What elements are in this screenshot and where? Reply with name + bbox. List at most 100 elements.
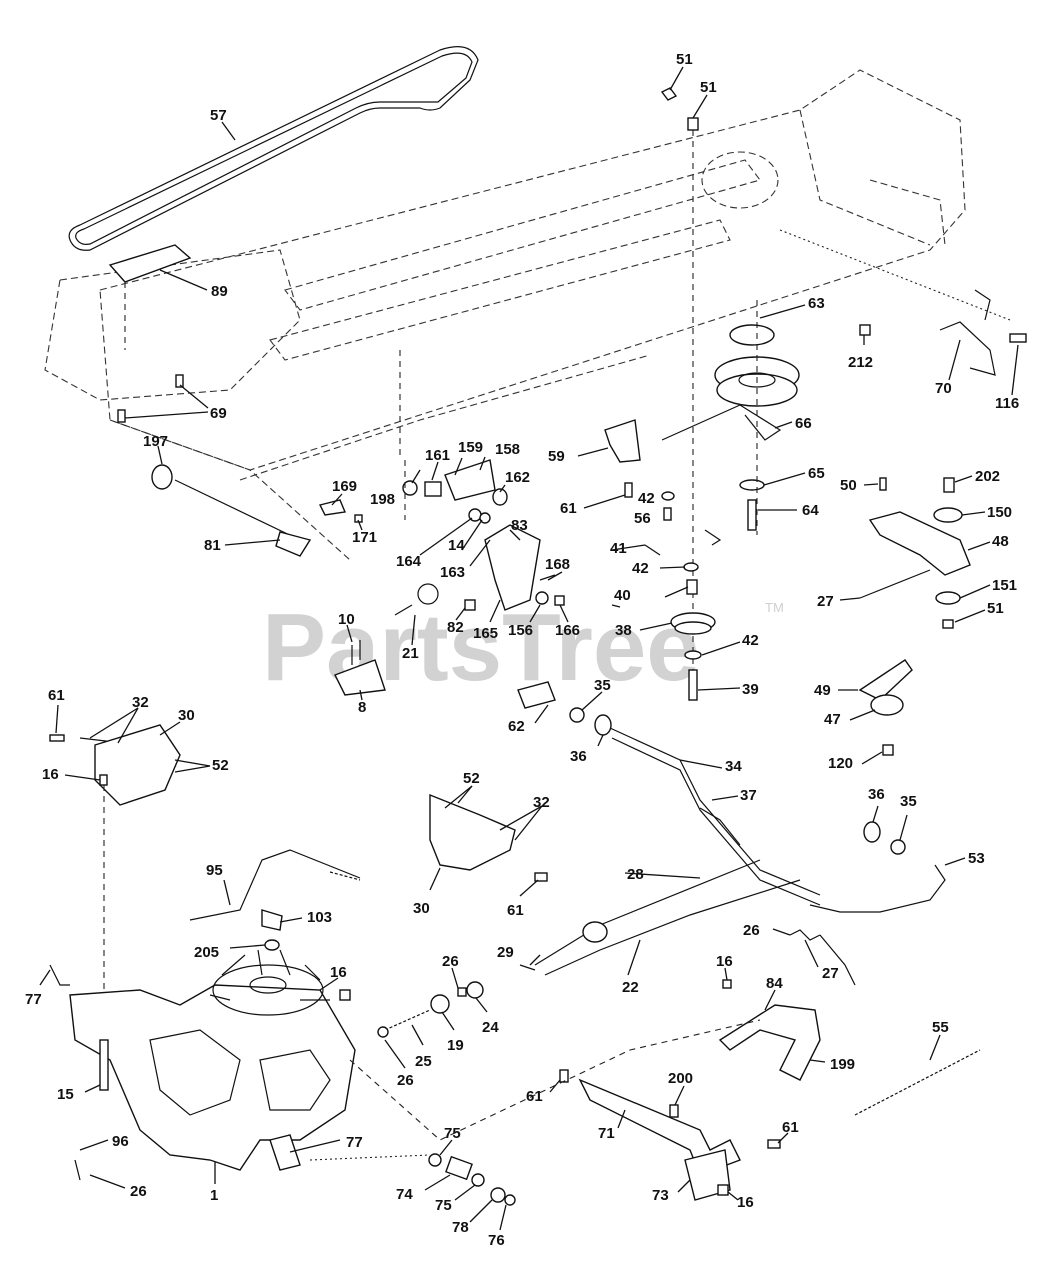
label-51: 51 <box>676 51 693 68</box>
label-61: 61 <box>526 1088 543 1105</box>
label-37: 37 <box>740 787 757 804</box>
label-52: 52 <box>212 757 229 774</box>
spring-55 <box>854 1049 981 1116</box>
label-56: 56 <box>634 510 651 527</box>
label-77: 77 <box>25 991 42 1008</box>
label-205: 205 <box>194 944 219 961</box>
label-52: 52 <box>463 770 480 787</box>
label-41: 41 <box>610 540 627 557</box>
label-30: 30 <box>178 707 195 724</box>
label-42: 42 <box>632 560 649 577</box>
label-156: 156 <box>508 622 533 639</box>
label-38: 38 <box>615 622 632 639</box>
label-29: 29 <box>497 944 514 961</box>
label-19: 19 <box>447 1037 464 1054</box>
pulley-assembly <box>661 300 800 535</box>
label-212: 212 <box>848 354 873 371</box>
label-30: 30 <box>413 900 430 917</box>
label-51: 51 <box>987 600 1004 617</box>
bracket-49 <box>858 659 913 756</box>
label-62: 62 <box>508 718 525 735</box>
part-labels: 57 89 69 197 81 51 51 63 212 70 116 66 6… <box>25 51 1019 1249</box>
drive-belt <box>68 46 479 251</box>
label-28: 28 <box>627 866 644 883</box>
label-16: 16 <box>716 953 733 970</box>
label-76: 76 <box>488 1232 505 1249</box>
label-202: 202 <box>975 468 1000 485</box>
label-89: 89 <box>211 283 228 300</box>
label-163: 163 <box>440 564 465 581</box>
label-75: 75 <box>435 1197 452 1214</box>
label-61: 61 <box>48 687 65 704</box>
label-25: 25 <box>415 1053 432 1070</box>
label-53: 53 <box>968 850 985 867</box>
label-199: 199 <box>830 1056 855 1073</box>
label-26: 26 <box>397 1072 414 1089</box>
label-50: 50 <box>840 477 857 494</box>
label-70: 70 <box>935 380 952 397</box>
springs-right <box>789 929 856 986</box>
label-48: 48 <box>992 533 1009 550</box>
label-35: 35 <box>900 793 917 810</box>
label-8: 8 <box>358 699 366 716</box>
label-36: 36 <box>570 748 587 765</box>
label-47: 47 <box>824 711 841 728</box>
label-61: 61 <box>560 500 577 517</box>
label-16: 16 <box>42 766 59 783</box>
label-150: 150 <box>987 504 1012 521</box>
lever-71 <box>559 1069 781 1201</box>
label-61: 61 <box>507 902 524 919</box>
label-73: 73 <box>652 1187 669 1204</box>
label-26: 26 <box>442 953 459 970</box>
label-159: 159 <box>458 439 483 456</box>
spring-stack-25 <box>349 981 761 1141</box>
label-158: 158 <box>495 441 520 458</box>
label-61: 61 <box>782 1119 799 1136</box>
label-34: 34 <box>725 758 742 775</box>
label-36: 36 <box>868 786 885 803</box>
bottom-hardware <box>309 1153 516 1206</box>
linkage-hardware <box>318 350 541 611</box>
label-26: 26 <box>743 922 760 939</box>
label-22: 22 <box>622 979 639 996</box>
label-78: 78 <box>452 1219 469 1236</box>
label-198: 198 <box>370 491 395 508</box>
label-69: 69 <box>210 405 227 422</box>
label-49: 49 <box>814 682 831 699</box>
belt-guide <box>108 244 192 283</box>
screws <box>117 374 184 423</box>
label-16: 16 <box>330 964 347 981</box>
label-77: 77 <box>346 1134 363 1151</box>
main-shaft <box>517 681 821 906</box>
label-66: 66 <box>795 415 812 432</box>
label-63: 63 <box>808 295 825 312</box>
bolts-center <box>624 482 675 521</box>
label-82: 82 <box>447 619 464 636</box>
label-96: 96 <box>112 1133 129 1150</box>
label-74: 74 <box>396 1186 413 1203</box>
label-197: 197 <box>143 433 168 450</box>
label-161: 161 <box>425 447 450 464</box>
shaft-assembly <box>151 464 312 557</box>
transaxle-assembly <box>49 949 356 1181</box>
label-42: 42 <box>742 632 759 649</box>
rods-28-22 <box>519 859 801 976</box>
label-24: 24 <box>482 1019 499 1036</box>
label-81: 81 <box>204 537 221 554</box>
label-166: 166 <box>555 622 580 639</box>
label-21: 21 <box>402 645 419 662</box>
bracket-8 <box>334 604 413 696</box>
label-14: 14 <box>448 537 465 554</box>
watermark: PartsTree <box>262 594 700 701</box>
label-42: 42 <box>638 490 655 507</box>
rod-70 <box>939 289 1027 376</box>
label-59: 59 <box>548 448 565 465</box>
label-169: 169 <box>332 478 357 495</box>
label-10: 10 <box>338 611 355 628</box>
spindle-stack <box>644 529 722 701</box>
label-151: 151 <box>992 577 1017 594</box>
bracket-30-left <box>49 724 181 990</box>
label-57: 57 <box>210 107 227 124</box>
label-165: 165 <box>473 625 498 642</box>
